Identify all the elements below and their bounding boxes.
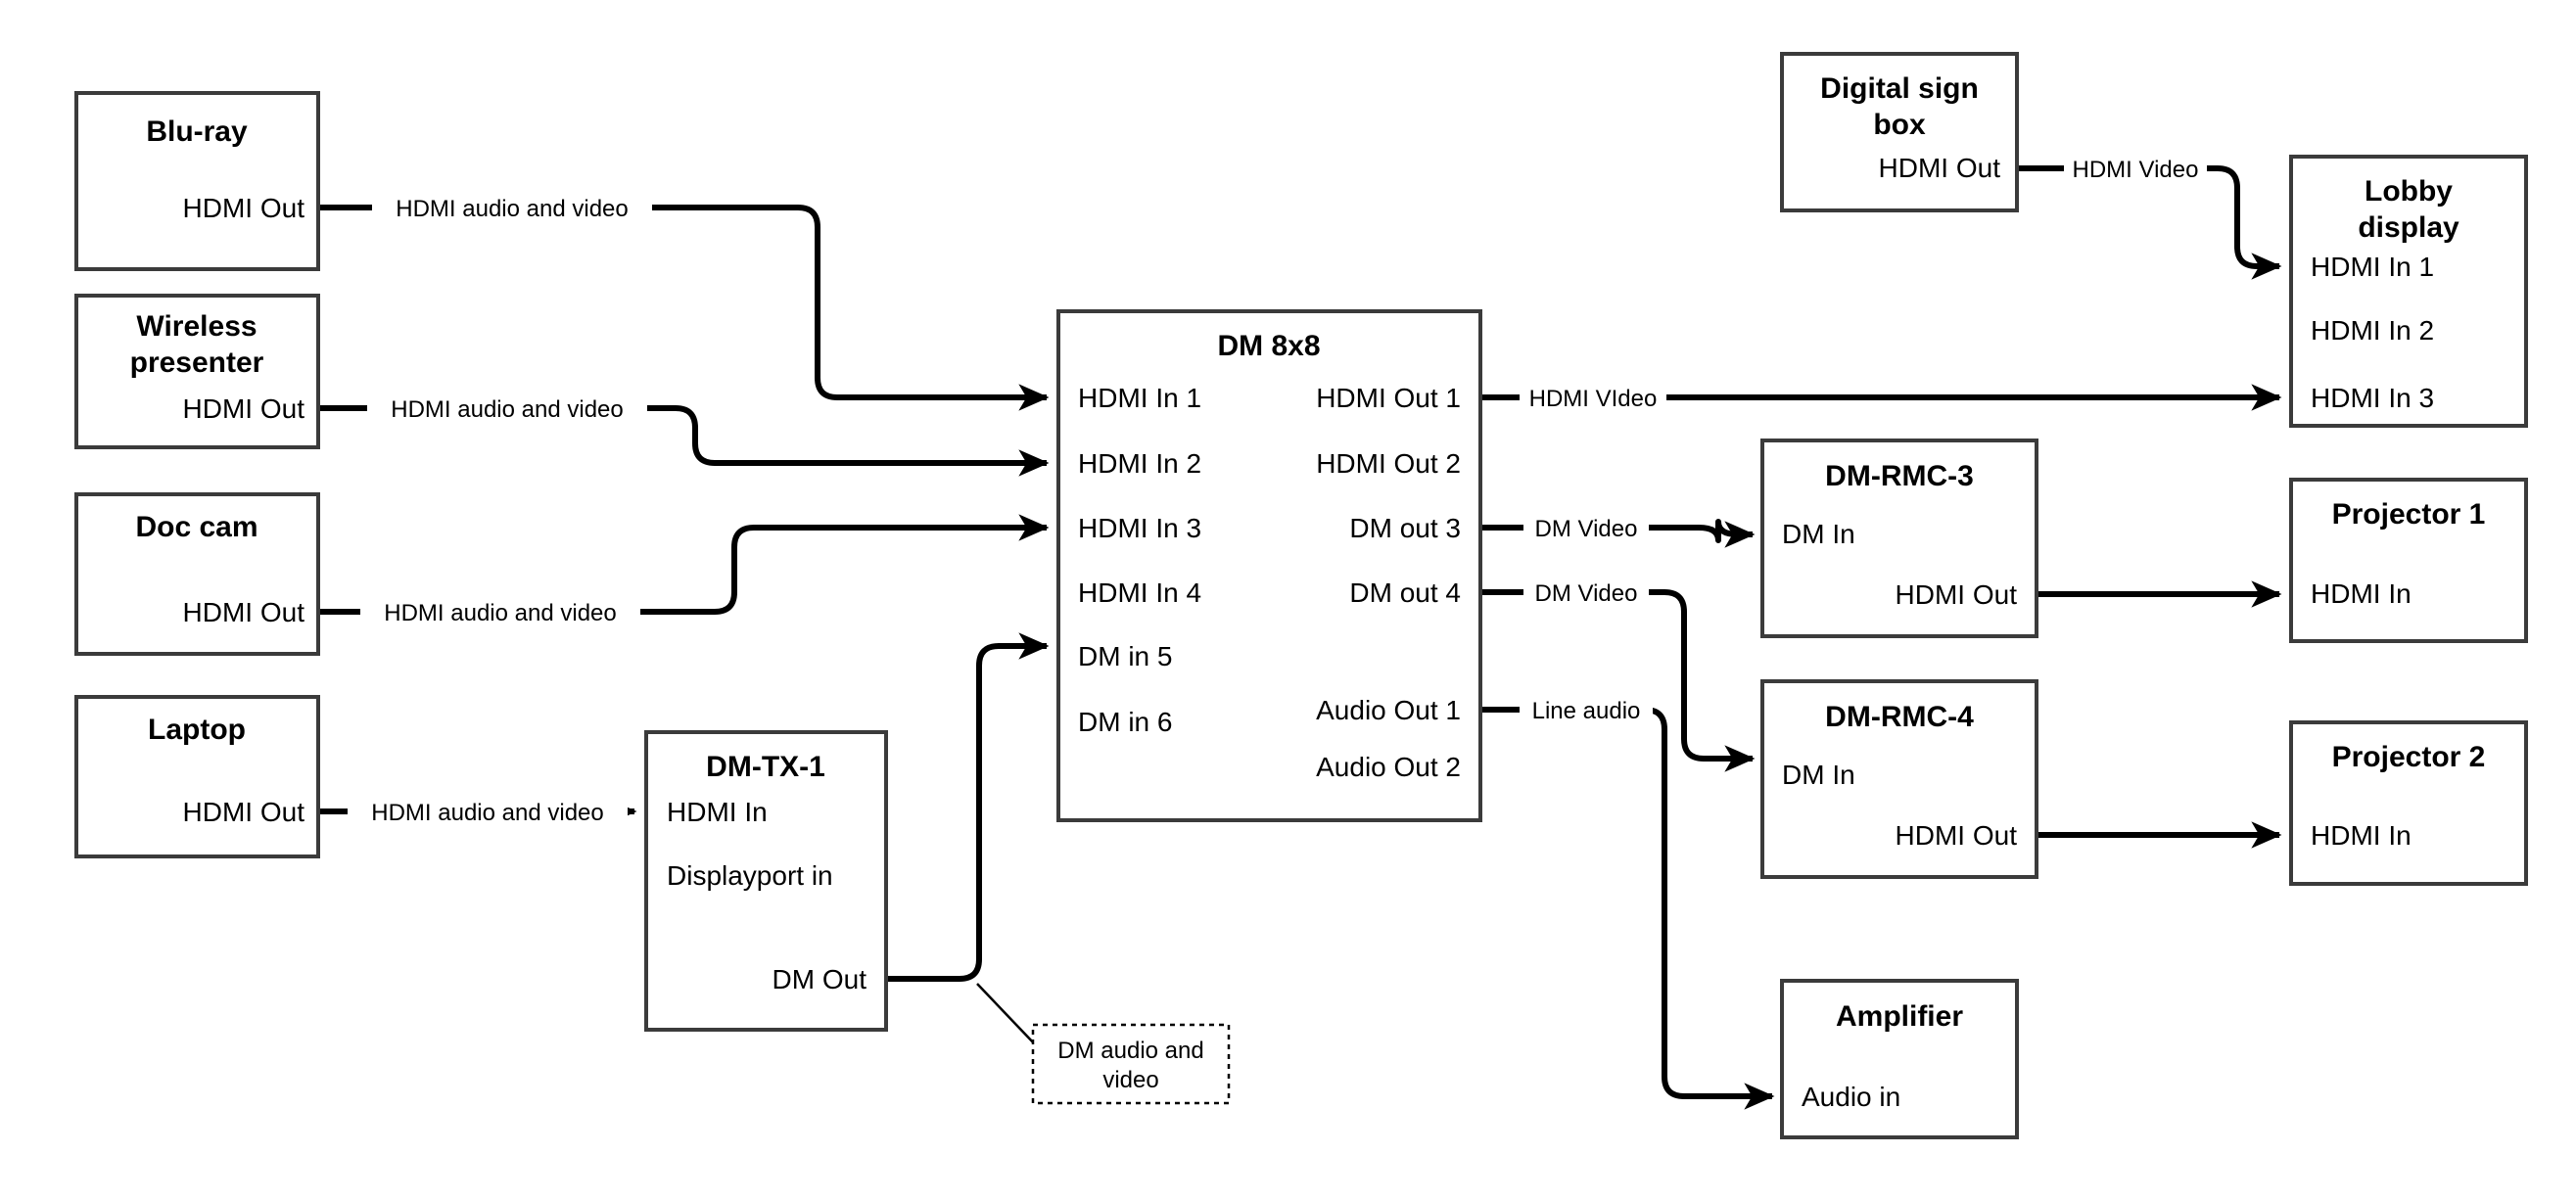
node-projector-1[interactable]: Projector 1 HDMI In <box>2289 478 2528 643</box>
note-dm-audio-and-video-box <box>1031 1023 1231 1105</box>
port-digitalsign-hdmi-out: HDMI Out <box>1879 153 2001 183</box>
link-label-digitalsign-lobby: HDMI Video <box>2073 157 2199 183</box>
link-label-doccam: HDMI audio and video <box>384 600 616 626</box>
node-wireless-presenter-title-line1: Wireless <box>136 310 257 343</box>
port-laptop-hdmi-out: HDMI Out <box>183 797 305 827</box>
node-digital-sign-box[interactable]: Digital sign box HDMI Out <box>1780 52 2019 212</box>
node-projector-2[interactable]: Projector 2 HDMI In <box>2289 720 2528 886</box>
link-label-bluray: HDMI audio and video <box>396 196 628 222</box>
port-lobby-hdmi-in-1: HDMI In 1 <box>2311 252 2434 282</box>
port-dm8x8-in-4: HDMI In 4 <box>1078 577 1201 608</box>
node-lobby-display-title-line2: display <box>2358 211 2459 244</box>
port-dmrmc4-hdmi-out: HDMI Out <box>1896 820 2018 851</box>
node-digital-sign-title-line2: box <box>1873 109 1926 141</box>
note-dm-audio-and-video-line1: DM audio and <box>1057 1038 1203 1064</box>
port-dmtx1-dm-out: DM Out <box>773 964 867 994</box>
connection-labels: HDMI audio and video HDMI audio and vide… <box>348 149 2207 829</box>
link-label-wireless: HDMI audio and video <box>391 396 623 423</box>
port-dmrmc3-hdmi-out: HDMI Out <box>1896 579 2018 610</box>
link-label-dmout3: DM Video <box>1535 516 1638 542</box>
node-dm-tx-1-box[interactable] <box>644 730 888 1032</box>
link-label-audioout1: Line audio <box>1532 698 1641 724</box>
note-dm-audio-and-video-line2: video <box>1102 1067 1158 1093</box>
link-digitalsign-to-lobby-hdmi-in-1 <box>2017 165 2282 280</box>
port-dm8x8-out-1: HDMI Out 1 <box>1316 383 1461 413</box>
port-dm8x8-out-2: HDMI Out 2 <box>1316 448 1461 479</box>
port-dm8x8-audio-out-2: Audio Out 2 <box>1316 752 1461 782</box>
link-dm8x8-dmout3-to-dmrmc3 <box>1480 519 1756 548</box>
port-dm8x8-in-6: DM in 6 <box>1078 707 1172 737</box>
node-doc-cam[interactable]: Doc cam HDMI Out <box>74 492 320 656</box>
node-wireless-presenter-title-line2: presenter <box>130 346 264 379</box>
port-dm8x8-audio-out-1: Audio Out 1 <box>1316 695 1461 725</box>
node-dm-rmc-4-box[interactable] <box>1760 679 2038 879</box>
node-doc-cam-box[interactable] <box>74 492 320 656</box>
link-bluray-to-dm8x8-hdmi-in-1 <box>318 205 1050 411</box>
port-lobby-hdmi-in-3: HDMI In 3 <box>2311 383 2434 413</box>
port-dmtx1-hdmi-in: HDMI In <box>667 797 768 827</box>
node-bluray-box[interactable] <box>74 91 320 271</box>
port-bluray-hdmi-out: HDMI Out <box>183 193 305 223</box>
leader-line-dm-audio-video-note <box>976 983 1037 1046</box>
port-dm8x8-in-3: HDMI In 3 <box>1078 513 1201 543</box>
node-laptop-title: Laptop <box>148 714 246 746</box>
port-doccam-hdmi-out: HDMI Out <box>183 597 305 627</box>
port-amplifier-audio-in: Audio in <box>1802 1082 1900 1112</box>
port-lobby-hdmi-in-2: HDMI In 2 <box>2311 315 2434 346</box>
port-dm8x8-out-4: DM out 4 <box>1349 577 1461 608</box>
node-laptop-box[interactable] <box>74 695 320 858</box>
link-dm8x8-audioout1-to-amplifier <box>1480 707 1775 1110</box>
node-wireless-presenter-box[interactable] <box>74 294 320 449</box>
node-dm-rmc-3[interactable]: DM-RMC-3 DM In HDMI Out <box>1760 439 2038 638</box>
connections <box>318 165 2282 1110</box>
node-dm-rmc-3-title: DM-RMC-3 <box>1825 460 1974 492</box>
link-label-hdmiout1-lobby: HDMI VIdeo <box>1529 386 1658 412</box>
link-dm8x8-dmout4-to-dmrmc4 <box>1480 589 1756 772</box>
node-lobby-display-box[interactable] <box>2289 155 2528 428</box>
node-laptop[interactable]: Laptop HDMI Out <box>74 695 320 858</box>
node-projector-1-box[interactable] <box>2289 478 2528 643</box>
node-dm-rmc-4[interactable]: DM-RMC-4 DM In HDMI Out <box>1760 679 2038 879</box>
port-dm8x8-in-2: HDMI In 2 <box>1078 448 1201 479</box>
node-lobby-display[interactable]: Lobby display HDMI In 1 HDMI In 2 HDMI I… <box>2289 155 2528 428</box>
link-label-laptop: HDMI audio and video <box>371 800 603 826</box>
node-digital-sign-box-rect[interactable] <box>1780 52 2019 212</box>
port-dmrmc3-dm-in: DM In <box>1782 519 1855 549</box>
link-doccam-to-dm8x8-hdmi-in-3 <box>318 514 1050 615</box>
node-projector-1-title: Projector 1 <box>2332 498 2486 531</box>
node-dm-8x8-box[interactable] <box>1056 309 1482 822</box>
link-label-dmout4: DM Video <box>1535 580 1638 607</box>
node-dm-rmc-3-box[interactable] <box>1760 439 2038 638</box>
node-dm-8x8-title: DM 8x8 <box>1217 330 1320 362</box>
port-dm8x8-in-5: DM in 5 <box>1078 641 1172 671</box>
node-dm-8x8[interactable]: DM 8x8 HDMI In 1 HDMI In 2 HDMI In 3 HDM… <box>1056 309 1482 822</box>
node-doc-cam-title: Doc cam <box>135 511 258 543</box>
node-amplifier-title: Amplifier <box>1836 1000 1963 1033</box>
node-projector-2-title: Projector 2 <box>2332 741 2486 773</box>
node-bluray[interactable]: Blu-ray HDMI Out <box>74 91 320 271</box>
node-wireless-presenter[interactable]: Wireless presenter HDMI Out <box>74 294 320 449</box>
node-projector-2-box[interactable] <box>2289 720 2528 886</box>
node-dm-tx-1-title: DM-TX-1 <box>706 751 825 783</box>
note-dm-audio-and-video: DM audio and video <box>1031 1023 1231 1105</box>
node-amplifier[interactable]: Amplifier Audio in <box>1780 979 2019 1139</box>
port-dm8x8-out-3: DM out 3 <box>1349 513 1461 543</box>
link-dmtx1-to-dm8x8-dm-in-5 <box>886 632 1050 982</box>
port-dmrmc4-dm-in: DM In <box>1782 760 1855 790</box>
node-bluray-title: Blu-ray <box>146 115 248 148</box>
port-projector2-hdmi-in: HDMI In <box>2311 820 2412 851</box>
node-digital-sign-title-line1: Digital sign <box>1820 72 1979 105</box>
node-amplifier-box[interactable] <box>1780 979 2019 1139</box>
link-wireless-to-dm8x8-hdmi-in-2 <box>318 405 1050 477</box>
node-lobby-display-title-line1: Lobby <box>2365 175 2453 208</box>
port-wireless-hdmi-out: HDMI Out <box>183 393 305 424</box>
node-dm-rmc-4-title: DM-RMC-4 <box>1825 701 1974 733</box>
port-projector1-hdmi-in: HDMI In <box>2311 578 2412 609</box>
port-dmtx1-displayport-in: Displayport in <box>667 860 833 891</box>
port-dm8x8-in-1: HDMI In 1 <box>1078 383 1201 413</box>
node-dm-tx-1[interactable]: DM-TX-1 HDMI In Displayport in DM Out <box>644 730 888 1032</box>
